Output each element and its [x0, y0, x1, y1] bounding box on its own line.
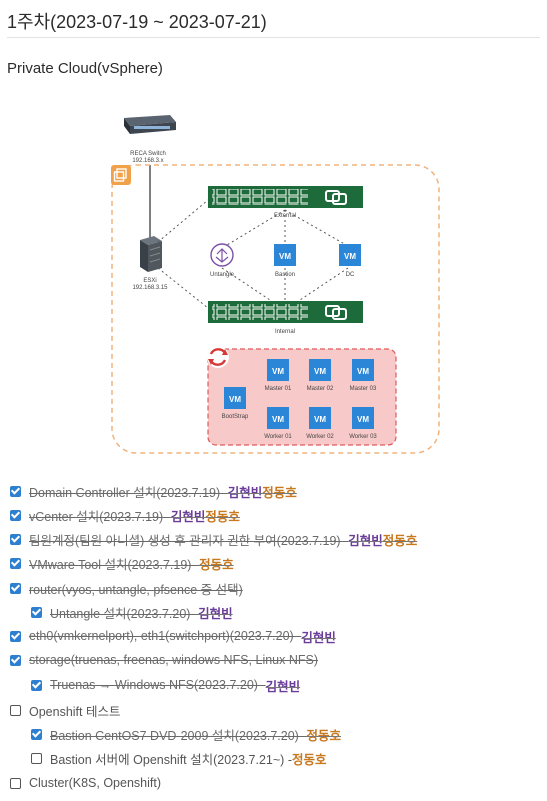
todo-item: Bastion 서버에 Openshift 설치(2023.7.21~) - 정…	[31, 748, 327, 768]
dc-vm-text: VM	[344, 252, 356, 261]
worker-vm-icon	[309, 407, 331, 429]
master-vm-icon	[267, 359, 289, 381]
todo-text: vCenter 설치(2023.7.19) -	[29, 509, 171, 524]
todo-item: eth0(vmkernelport), eth1(switchport)(202…	[10, 626, 336, 646]
checked-checkbox[interactable]	[31, 728, 42, 740]
assignee-mention[interactable]: 김현빈	[227, 485, 263, 500]
assignee-mention[interactable]: 정동호	[199, 557, 234, 572]
worker-vm-text: VM	[357, 415, 369, 424]
checked-checkbox[interactable]	[10, 582, 21, 594]
esxi-label: ESXi	[143, 278, 156, 284]
bootstrap-vm-icon	[224, 387, 246, 409]
assignee-mention[interactable]: 김현빈	[198, 606, 233, 621]
todo-text: Untangle 설치(2023.7.20) -	[50, 606, 199, 621]
untangle-icon	[210, 243, 234, 267]
bootstrap-label: BootStrap	[222, 414, 249, 420]
todo-text: Cluster(K8S, Openshift)	[29, 776, 161, 790]
assignee-mention[interactable]: 정동호	[382, 533, 418, 548]
todo-text: router(vyos, untangle, pfsence 중 선택)	[29, 582, 243, 597]
worker-vm-icon	[267, 407, 289, 429]
worker-vm-icon	[352, 407, 374, 429]
switch-ip: 192.168.3.x	[132, 158, 163, 164]
vsphere-icon	[111, 165, 131, 185]
master-vm-icon	[309, 359, 331, 381]
assignee-mention[interactable]: 김현빈	[301, 630, 336, 645]
worker-vm-text: VM	[314, 415, 326, 424]
dc-vm-icon	[339, 244, 361, 266]
todo-item: Domain Controller 설치(2023.7.19) - 김현빈 정동…	[10, 481, 297, 501]
master-vm-icon	[352, 359, 374, 381]
todo-text: Truenas → Windows NFS(2023.7.20) -	[50, 678, 266, 692]
assignee-mention[interactable]: 정동호	[292, 752, 327, 767]
cluster-sync-icon	[207, 346, 229, 368]
unchecked-checkbox[interactable]	[31, 752, 42, 764]
esxi-server-icon	[140, 236, 162, 272]
checked-checkbox[interactable]	[31, 606, 42, 618]
worker-label: Worker 02	[306, 434, 334, 440]
checked-checkbox[interactable]	[31, 679, 42, 691]
worker-label: Worker 01	[264, 434, 292, 440]
untangle-label: Untangle	[210, 272, 235, 278]
external-switch-icon	[208, 186, 363, 208]
checked-checkbox[interactable]	[10, 533, 21, 545]
todo-text: Domain Controller 설치(2023.7.19) -	[29, 485, 228, 500]
todo-text: Openshift 테스트	[29, 704, 121, 719]
todo-text: eth0(vmkernelport), eth1(switchport)(202…	[29, 629, 302, 643]
todo-text: VMware Tool 설치(2023.7.19) -	[29, 557, 200, 572]
page-title: 1주차(2023-07-19 ~ 2023-07-21)	[7, 12, 267, 32]
bastion-label: Bastion	[275, 272, 295, 278]
todo-item: Truenas → Windows NFS(2023.7.20) - 김현빈	[31, 675, 300, 695]
cluster-box	[207, 348, 397, 446]
master-vm-text: VM	[357, 367, 369, 376]
internal-switch-icon	[208, 301, 363, 323]
master-vm-text: VM	[314, 367, 326, 376]
master-label: Master 01	[265, 386, 292, 392]
worker-label: Worker 03	[349, 434, 377, 440]
todo-item: Bastion CentOS7 DVD-2009 설치(2023.7.20) -…	[31, 724, 341, 744]
dc-label: DC	[346, 272, 355, 278]
assignee-mention[interactable]: 김현빈	[265, 679, 301, 694]
master-label: Master 02	[307, 386, 334, 392]
vsphere-container	[111, 164, 440, 454]
checked-checkbox[interactable]	[10, 509, 21, 521]
master-vm-text: VM	[272, 367, 284, 376]
todo-item: Openshift 테스트	[10, 700, 120, 720]
todo-text: 팀원계정(팀원 아니셜) 생성 후 관리자 권한 부여(2023.7.19) -	[29, 533, 349, 548]
unchecked-checkbox[interactable]	[10, 704, 21, 716]
master-label: Master 03	[350, 386, 377, 392]
internal-label: Internal	[275, 329, 295, 335]
checked-checkbox[interactable]	[10, 630, 21, 642]
external-label: External	[274, 213, 296, 219]
network-links	[157, 199, 349, 309]
todo-item: 팀원계정(팀원 아니셜) 생성 후 관리자 권한 부여(2023.7.19) -…	[10, 529, 417, 549]
assignee-mention[interactable]: 정동호	[262, 485, 297, 500]
assignee-mention[interactable]: 정동호	[306, 728, 341, 743]
switch-label: RECA Switch	[130, 151, 166, 157]
switch-device-icon	[124, 115, 176, 134]
todo-item: VMware Tool 설치(2023.7.19) - 정동호	[10, 553, 234, 573]
todo-item: vCenter 설치(2023.7.19) - 김현빈 정동호	[10, 505, 240, 525]
checked-checkbox[interactable]	[10, 654, 21, 666]
checked-checkbox[interactable]	[10, 557, 21, 569]
assignee-mention[interactable]: 정동호	[205, 509, 240, 524]
assignee-mention[interactable]: 김현빈	[170, 509, 206, 524]
worker-vm-text: VM	[272, 415, 284, 424]
esxi-ip: 192.168.3.15	[132, 285, 168, 291]
todo-text: Bastion CentOS7 DVD-2009 설치(2023.7.20) -	[50, 728, 307, 743]
title-divider	[7, 37, 540, 38]
todo-item: router(vyos, untangle, pfsence 중 선택)	[10, 578, 243, 598]
network-diagram: RECA Switch 192.168.3.x ESXi 192.168.3.1…	[111, 115, 440, 454]
bootstrap-vm-text: VM	[229, 395, 241, 404]
todo-item: Untangle 설치(2023.7.20) - 김현빈	[31, 602, 233, 622]
todo-text: storage(truenas, freenas, windows NFS, L…	[29, 653, 319, 667]
unchecked-checkbox[interactable]	[10, 777, 21, 789]
todo-text: Bastion 서버에 Openshift 설치(2023.7.21~) -	[50, 752, 292, 767]
section-title: Private Cloud(vSphere)	[7, 60, 163, 77]
bastion-vm-text: VM	[279, 252, 291, 261]
todo-item: Cluster(K8S, Openshift)	[10, 773, 161, 793]
bastion-vm-icon	[274, 244, 296, 266]
checked-checkbox[interactable]	[10, 485, 21, 497]
todo-item: storage(truenas, freenas, windows NFS, L…	[10, 650, 318, 670]
assignee-mention[interactable]: 김현빈	[348, 533, 383, 548]
